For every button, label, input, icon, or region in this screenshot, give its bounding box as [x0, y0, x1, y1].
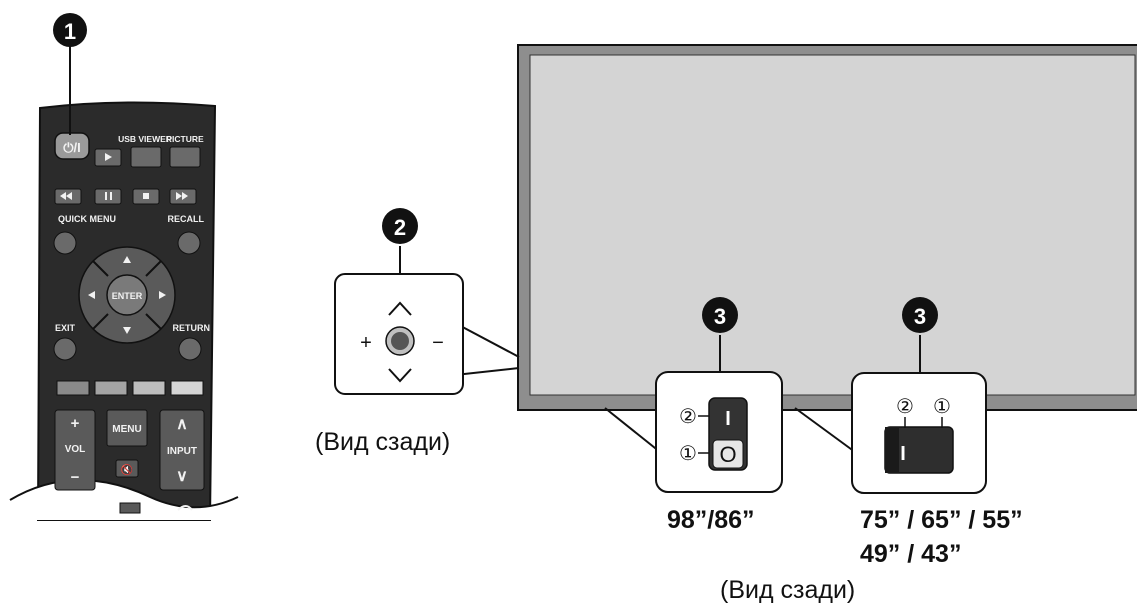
quick-menu-label: QUICK MENU [58, 214, 116, 224]
left-arrow-icon [88, 291, 95, 299]
color-button-4[interactable] [170, 380, 204, 396]
joystick-down-icon [388, 368, 412, 383]
color-button-3[interactable] [132, 380, 166, 396]
right-arrow-icon [159, 291, 166, 299]
callout-3a [702, 297, 738, 333]
picture-button[interactable] [169, 146, 201, 168]
rear-view-caption-bottom: (Вид сзади) [720, 576, 856, 604]
joystick-minus: − [432, 332, 444, 354]
volume-rocker[interactable]: + VOL − [54, 409, 96, 491]
remote-control: ⏻/I USB VIEWER PICTURE QUICK MENU RECALL [9, 101, 239, 521]
vol-label: VOL [65, 444, 86, 455]
callout-2-number: 2 [394, 215, 406, 240]
enter-button [106, 274, 148, 316]
enter-label: ENTER [112, 291, 143, 301]
callout-3a-number: 3 [714, 304, 726, 329]
dpad[interactable]: ENTER [78, 246, 176, 344]
stop-icon [143, 193, 149, 199]
quick-menu-button[interactable] [53, 231, 77, 255]
usb-viewer-button[interactable] [130, 146, 162, 168]
power-switch-inset-a: I O ② ① [655, 371, 783, 493]
power-button[interactable]: ⏻/I [54, 132, 90, 160]
color-button-1[interactable] [56, 380, 90, 396]
fast-forward-icon [176, 192, 188, 200]
exit-label: EXIT [55, 323, 76, 333]
callout-2 [382, 208, 418, 244]
switch-b-mark-2: ② [896, 394, 914, 418]
switch-b-on: I [900, 443, 906, 465]
power-switch-inset-b: I ② ① [851, 372, 987, 494]
callout-3b [902, 297, 938, 333]
input-down: ∨ [176, 468, 188, 485]
input-rocker[interactable]: ∧ INPUT ∨ [159, 409, 205, 491]
joystick-center [391, 332, 409, 350]
exit-button[interactable] [53, 337, 77, 361]
return-button[interactable] [178, 337, 202, 361]
down-arrow-icon [123, 327, 131, 334]
callout-1-number: 1 [64, 19, 76, 44]
switch-a-on: I [725, 408, 731, 430]
size-caption-small-line1: 75” / 65” / 55” [860, 506, 1023, 534]
input-label: INPUT [167, 446, 197, 457]
switch-a-mark-1: ① [679, 441, 697, 465]
joystick-plus: + [360, 332, 372, 354]
input-up: ∧ [176, 416, 188, 433]
tv-panel [517, 44, 1137, 411]
joystick-leader-bottom [454, 367, 520, 376]
recall-label: RECALL [168, 214, 205, 224]
picture-label: PICTURE [166, 134, 204, 144]
joystick-inset: + − [334, 273, 464, 395]
size-caption-large: 98”/86” [667, 506, 755, 534]
joystick-up-icon [388, 301, 412, 316]
mute-icon: 🔇 [121, 463, 133, 476]
remote-cutoff-line [9, 479, 239, 509]
switch-a-off: O [719, 442, 736, 467]
switch-b-mark-1: ① [933, 394, 951, 418]
menu-button[interactable] [106, 409, 148, 447]
callout-3b-number: 3 [914, 304, 926, 329]
usb-viewer-label: USB VIEWER [118, 134, 172, 144]
pause-button[interactable] [94, 188, 122, 205]
rocker-switch-a-lower [712, 439, 744, 469]
power-button-label: ⏻/I [63, 140, 81, 155]
joystick-leader-top [454, 322, 520, 358]
vol-plus: + [71, 415, 80, 432]
mute-button[interactable] [115, 459, 139, 478]
recall-button[interactable] [177, 231, 201, 255]
return-label: RETURN [173, 323, 211, 333]
rear-view-caption-left: (Вид сзади) [315, 428, 451, 456]
switch-a-mark-2: ② [679, 404, 697, 428]
pause-icon [105, 192, 112, 200]
play-icon [105, 153, 112, 161]
color-button-2[interactable] [94, 380, 128, 396]
size-caption-small-line2: 49” / 43” [860, 540, 962, 568]
rewind-icon [60, 192, 72, 200]
callout-1 [53, 13, 87, 47]
menu-label: MENU [112, 424, 141, 435]
up-arrow-icon [123, 256, 131, 263]
vol-minus: − [71, 469, 80, 486]
